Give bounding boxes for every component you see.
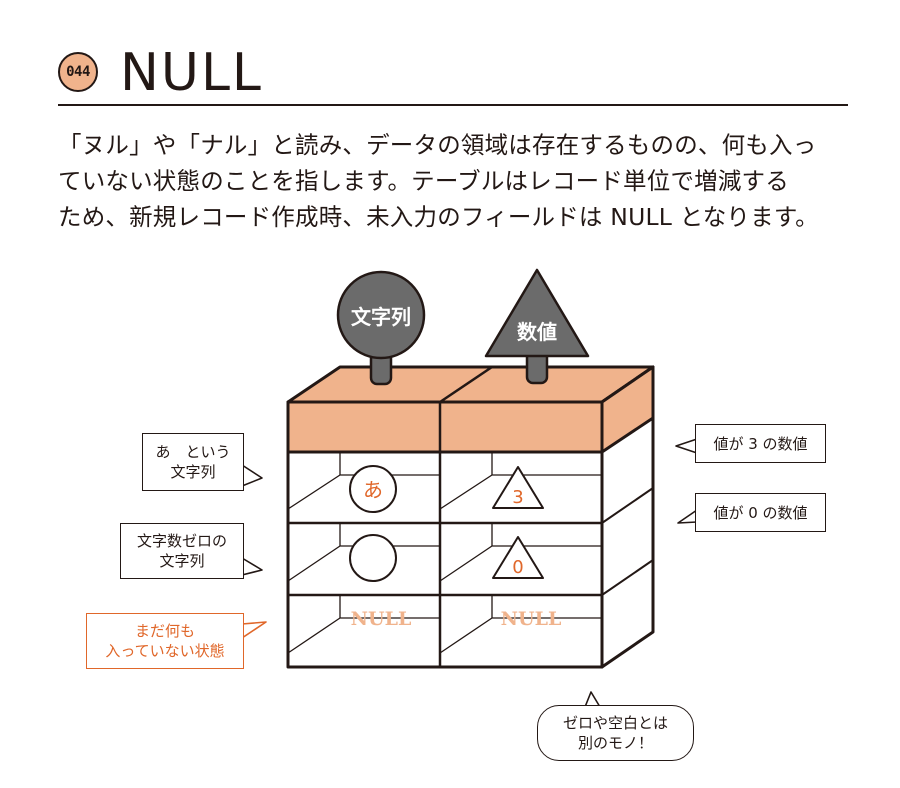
cell-value: 0 [512, 557, 523, 578]
callout-text: 文字列 [170, 463, 216, 481]
callout-tails [241, 438, 698, 708]
cell-number-3: 3 [492, 466, 544, 509]
callout-text: まだ何も [134, 622, 195, 640]
description-line: ため、新規レコード作成時、未入力のフィールドは NULL となります。 [58, 203, 819, 231]
circle-shape-icon [349, 534, 397, 582]
callout-null-state: まだ何も 入っていない状態 [86, 613, 244, 669]
callout-text: 値が 0 の数値 [713, 503, 808, 522]
cell-value: あ [363, 478, 383, 502]
callout-text: 値が 3 の数値 [713, 434, 808, 453]
table-top-face [286, 365, 655, 404]
page-title: NULL [120, 43, 263, 103]
cell-empty-string [349, 534, 397, 582]
section-number-badge: 044 [58, 52, 98, 92]
callout-text: 文字数ゼロの [136, 532, 227, 550]
callout-text: 入っていない状態 [105, 642, 225, 660]
description-text: 「ヌル」や「ナル」と読み、データの領域は存在するものの、何も入っ ていない状態の… [58, 127, 858, 235]
number-type-sign: 数値 [484, 268, 590, 385]
number-type-label: 数値 [517, 320, 557, 344]
triangle-shape-icon [484, 268, 590, 358]
cell-string-a: あ [349, 465, 397, 513]
triangle-shape-icon [492, 466, 544, 509]
callout-text: あ という [155, 443, 231, 461]
callout-text: 文字列 [159, 552, 205, 570]
circle-shape-icon [349, 465, 397, 513]
string-type-label: 文字列 [351, 305, 411, 329]
header: 044 NULL [58, 38, 848, 108]
callout-empty-string: 文字数ゼロの 文字列 [120, 523, 244, 579]
string-type-sign: 文字列 [336, 270, 426, 386]
table-body [286, 450, 604, 669]
cell-null-1: NULL [351, 608, 412, 630]
description-line: ていない状態のことを指します。テーブルはレコード単位で増減する [58, 167, 789, 195]
callout-string-a: あ という 文字列 [142, 433, 244, 491]
callout-note: ゼロや空白とは 別のモノ！ [537, 705, 694, 761]
circle-shape-icon [336, 270, 426, 360]
cell-perspective-lines [287, 452, 602, 654]
cell-number-0: 0 [492, 536, 544, 579]
callout-text: 別のモノ！ [577, 734, 653, 752]
table-header-row [286, 400, 604, 454]
cell-value: 3 [512, 487, 523, 508]
description-line: 「ヌル」や「ナル」と読み、データの領域は存在するものの、何も入っ [58, 131, 817, 159]
callout-number-3: 値が 3 の数値 [695, 424, 826, 463]
table-illustration [286, 365, 655, 669]
title-divider [58, 104, 848, 106]
callout-number-0: 値が 0 の数値 [695, 493, 826, 532]
cell-null-2: NULL [501, 608, 562, 630]
callout-text: ゼロや空白とは [562, 714, 668, 732]
triangle-shape-icon [492, 536, 544, 579]
